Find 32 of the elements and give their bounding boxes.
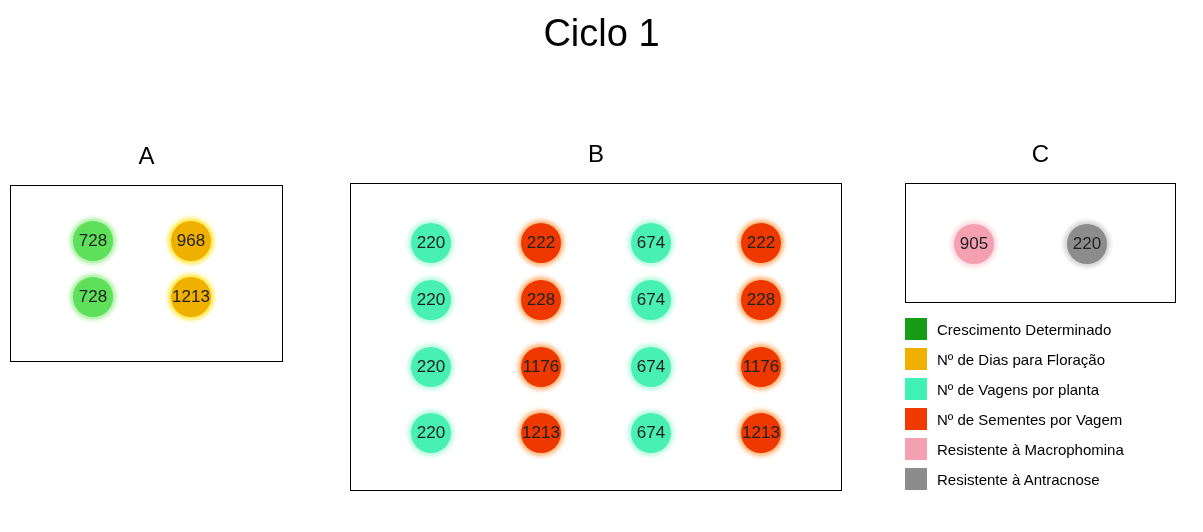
value-circle: 1176 xyxy=(741,347,781,387)
value-circle: 674 xyxy=(631,347,671,387)
value-circle: 1213 xyxy=(521,413,561,453)
value-circle: 905 xyxy=(954,224,994,264)
legend-label: Crescimento Determinado xyxy=(937,320,1112,338)
legend-label: Resistente à Macrophomina xyxy=(937,440,1124,458)
value-circle: 220 xyxy=(411,223,451,263)
value-circle: 1213 xyxy=(741,413,781,453)
value-circle: 220 xyxy=(1067,224,1107,264)
diagram-title: Ciclo 1 xyxy=(542,12,661,55)
value-circle: 228 xyxy=(521,280,561,320)
value-circle: 220 xyxy=(411,280,451,320)
value-circle: 674 xyxy=(631,413,671,453)
value-circle: 222 xyxy=(521,223,561,263)
value-circle: 220 xyxy=(411,413,451,453)
value-circle: 968 xyxy=(171,221,211,261)
value-circle: 674 xyxy=(631,223,671,263)
legend-label: Nº de Dias para Floração xyxy=(937,350,1106,368)
value-circle: 220 xyxy=(411,347,451,387)
value-circle: 228 xyxy=(741,280,781,320)
value-circle: 1176 xyxy=(521,347,561,387)
value-circle: 728 xyxy=(73,277,113,317)
group-heading: A xyxy=(137,142,156,170)
value-circle: 222 xyxy=(741,223,781,263)
legend-label: Nº de Vagens por planta xyxy=(937,380,1099,398)
legend-label: Nº de Sementes por Vagem xyxy=(937,410,1123,428)
value-circle: 728 xyxy=(73,221,113,261)
group-heading: B xyxy=(587,140,605,168)
value-circle: 1213 xyxy=(171,277,211,317)
group-heading: C xyxy=(1030,140,1051,168)
value-circle: 674 xyxy=(631,280,671,320)
legend-label: Resistente à Antracnose xyxy=(937,470,1100,488)
